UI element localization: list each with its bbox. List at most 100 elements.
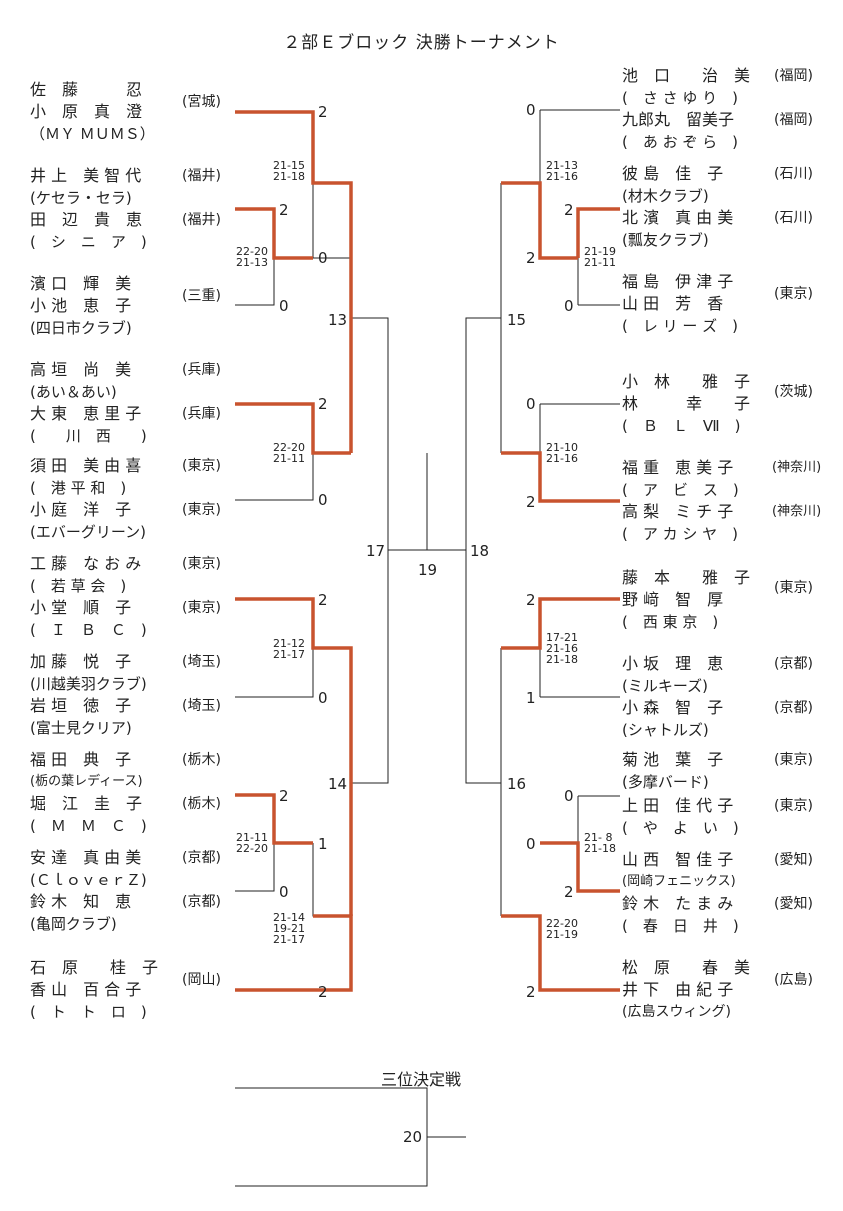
- bracket-line: [235, 1087, 428, 1187]
- player-name: 大 東 恵 里 子: [30, 404, 142, 423]
- prefecture-label: (三重): [182, 288, 221, 304]
- team-name: (エバーグリーン): [30, 523, 146, 541]
- team-name: ( さ さ ゆ り ): [622, 89, 739, 107]
- prefecture-label: (東京): [774, 286, 813, 302]
- score-label: 0: [564, 297, 574, 315]
- winner-line: [235, 914, 353, 992]
- player-name: 加 藤 悦 子: [30, 652, 132, 671]
- bracket-line: [235, 648, 314, 698]
- player-name: 林 幸 子: [622, 394, 751, 413]
- team-name: ( 川 西 ): [30, 427, 147, 445]
- score-label: 2: [564, 883, 574, 901]
- prefecture-label: (兵庫): [182, 362, 221, 378]
- score-label: 0: [526, 395, 536, 413]
- team-name: ( ア カ シ ヤ ): [622, 525, 739, 543]
- score-label: 0: [526, 101, 536, 119]
- prefecture-label: (広島): [774, 972, 813, 988]
- winner-line: [501, 451, 620, 503]
- prefecture-label: (京都): [182, 894, 221, 910]
- score-label: 0: [564, 787, 574, 805]
- prefecture-label: (神奈川): [772, 504, 822, 519]
- winner-line: [235, 402, 351, 455]
- team-name: ( 西 東 京 ): [622, 613, 719, 631]
- player-name: 彼 島 佳 子: [622, 164, 724, 183]
- third-place-label: 三位決定戦: [381, 1070, 462, 1089]
- game-score: 17-21 21-16 21-18: [546, 631, 578, 666]
- team-name: (ケセラ・セラ): [30, 189, 132, 207]
- match-number: 13: [328, 311, 348, 329]
- player-name: 福 重 恵 美 子: [622, 458, 734, 477]
- prefecture-label: (東京): [182, 502, 221, 518]
- team-name: (瓢友クラブ): [622, 231, 709, 249]
- game-score: 21-14 19-21 21-17: [273, 911, 305, 946]
- bracket-line: [312, 183, 351, 259]
- prefecture-label: (栃木): [182, 796, 221, 812]
- score-label: 2: [279, 201, 289, 219]
- game-score: 21- 8 21-18: [584, 831, 616, 855]
- prefecture-label: (埼玉): [182, 698, 221, 714]
- team-name: ( ト ト ロ ): [30, 1003, 147, 1021]
- prefecture-label: (福井): [182, 212, 221, 228]
- winner-line: [235, 207, 313, 260]
- winner-line: [576, 207, 620, 258]
- prefecture-label: (石川): [774, 166, 813, 182]
- player-name: 福 田 典 子: [30, 750, 132, 769]
- bracket-line: [351, 317, 389, 550]
- team-name: (栃の葉レディース): [30, 774, 143, 789]
- team-name: (岡崎フェニックス): [622, 874, 736, 889]
- game-score: 21-11 22-20: [236, 831, 268, 855]
- prefecture-label: (京都): [182, 850, 221, 866]
- prefecture-label: (茨城): [774, 384, 813, 400]
- player-name: 福 島 伊 津 子: [622, 272, 734, 291]
- player-name: 工 藤 な お み: [30, 554, 142, 573]
- bracket-line: [465, 550, 501, 784]
- player-name: 井 上 美 智 代: [30, 166, 142, 185]
- prefecture-label: (石川): [774, 210, 813, 226]
- match-number: 19: [418, 561, 438, 579]
- player-name: 香 山 百 合 子: [30, 980, 142, 999]
- player-name: 鈴 木 た ま み: [622, 894, 734, 913]
- prefecture-label: (東京): [182, 600, 221, 616]
- team-name: (多摩バード): [622, 773, 709, 791]
- score-label: 0: [318, 249, 328, 267]
- player-name: 高 垣 尚 美: [30, 360, 132, 379]
- team-name: ( 港 平 和 ): [30, 479, 127, 497]
- player-name: 松 原 春 美: [622, 958, 751, 977]
- score-label: 2: [279, 787, 289, 805]
- game-score: 22-20 21-13: [236, 245, 268, 269]
- winner-line: [235, 110, 353, 453]
- game-score: 21-13 21-16: [546, 159, 578, 183]
- team-name: ( 春 日 井 ): [622, 917, 739, 935]
- player-name: 田 辺 貴 恵: [30, 210, 143, 229]
- score-label: 2: [318, 395, 328, 413]
- player-name: 須 田 美 由 喜: [30, 456, 142, 475]
- player-name: 小 池 恵 子: [30, 296, 132, 315]
- team-name: (あい＆あい): [30, 383, 117, 401]
- winner-line: [501, 181, 578, 260]
- game-score: 22-20 21-19: [546, 917, 578, 941]
- player-name: 佐 藤 忍: [30, 80, 143, 99]
- player-name: 小 林 雅 子: [622, 372, 751, 391]
- player-name: 小 庭 洋 子: [30, 500, 132, 519]
- prefecture-label: (京都): [774, 700, 813, 716]
- match-number: 18: [470, 542, 490, 560]
- bracket-line: [312, 843, 351, 917]
- game-score: 21-10 21-16: [546, 441, 578, 465]
- prefecture-label: (東京): [774, 752, 813, 768]
- team-name: （ＭＹ ＭＵＭＳ）: [30, 125, 155, 143]
- player-name: 安 達 真 由 美: [30, 848, 142, 867]
- prefecture-label: (岡山): [182, 972, 221, 988]
- prefecture-label: (福井): [182, 168, 221, 184]
- prefecture-label: (愛知): [774, 896, 813, 912]
- player-name: 九郎丸 留美子: [622, 110, 735, 129]
- player-name: 山 西 智 佳 子: [622, 850, 734, 869]
- match-number: 15: [507, 311, 527, 329]
- match-number: 14: [328, 775, 348, 793]
- game-score: 22-20 21-11: [273, 441, 305, 465]
- prefecture-label: (福岡): [774, 68, 813, 84]
- player-name: 小 森 智 子: [622, 698, 724, 717]
- score-label: 2: [526, 493, 536, 511]
- team-name: ( レ リ ー ズ ): [622, 317, 739, 335]
- player-name: 小 堂 順 子: [30, 598, 132, 617]
